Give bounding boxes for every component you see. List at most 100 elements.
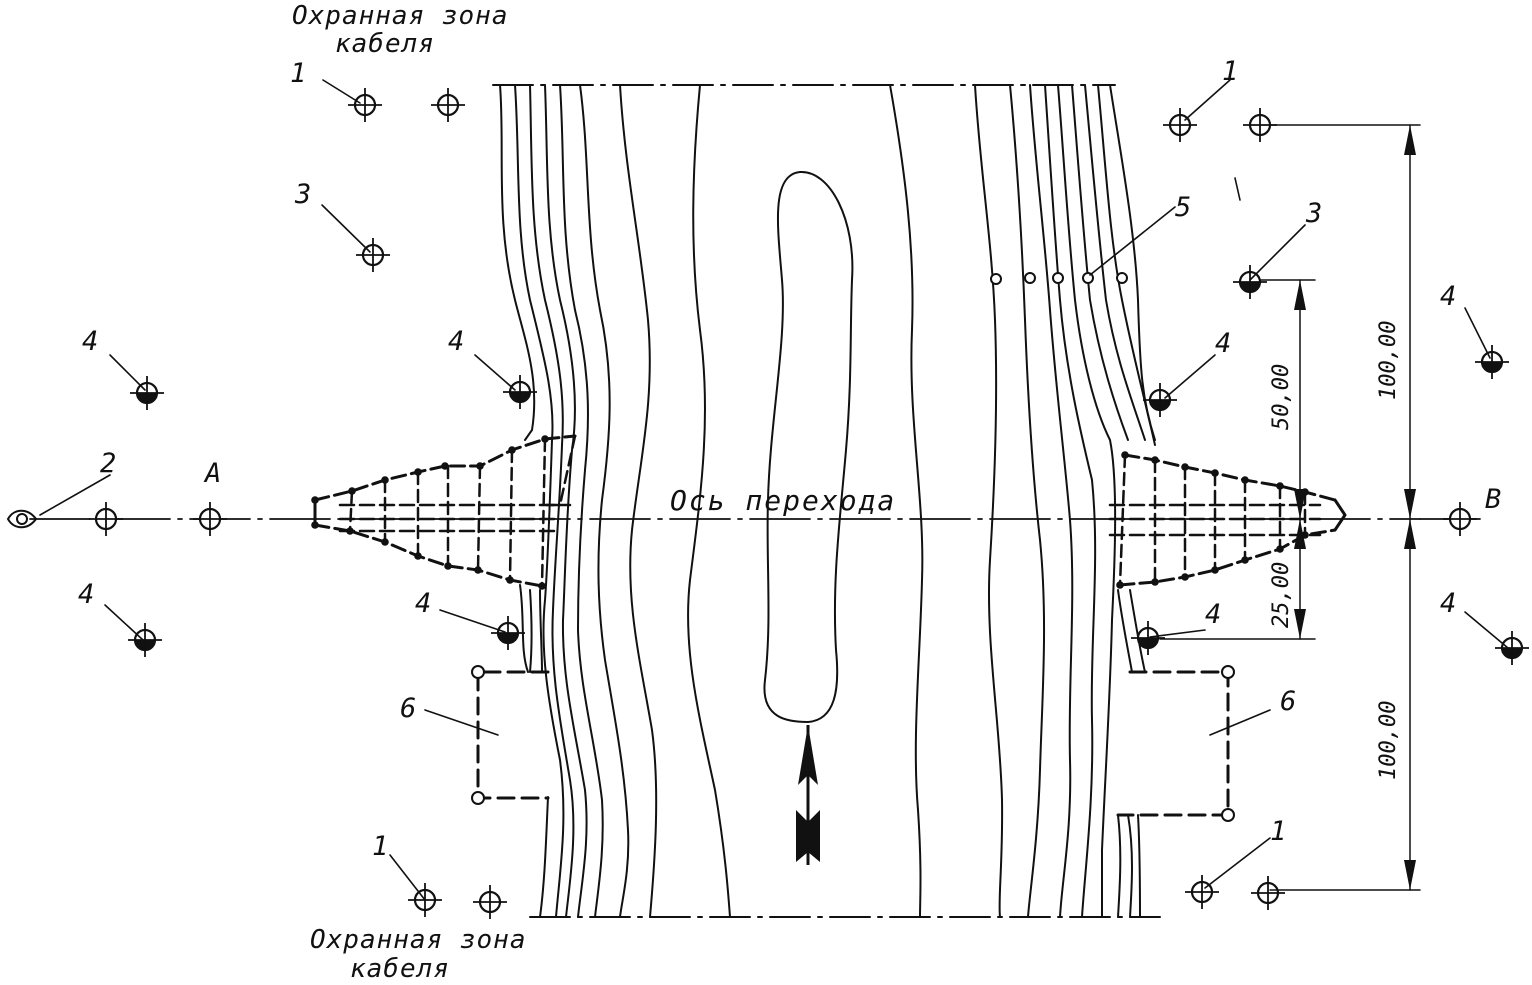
benchmark-2-left-icon	[89, 502, 123, 536]
contour-l2	[529, 84, 575, 918]
riverbed-contours	[499, 84, 1156, 918]
left-bank-edge-bottom	[539, 796, 549, 918]
benchmark-4-right-bottom-icon	[1131, 621, 1165, 655]
dim-100-bottom: 100,00	[1376, 701, 1401, 780]
contour-r3	[1009, 84, 1046, 918]
flow-arrow	[796, 725, 820, 865]
platforms	[476, 670, 1230, 817]
trench-right-verticals	[1118, 453, 1307, 587]
trench-right-vertex	[1276, 545, 1284, 553]
left-bank-small1	[529, 589, 533, 673]
benchmark-4-far-right-top-icon	[1475, 345, 1509, 379]
contour-l3	[544, 84, 588, 918]
axis-label: Ось перехода	[670, 484, 896, 517]
trench-left-vertex	[506, 576, 514, 584]
callout-1-top-left: 1	[290, 58, 306, 89]
callout-3-left: 3	[294, 179, 311, 210]
benchmark-3-right-icon	[1233, 265, 1267, 299]
trench-right-vertex	[1241, 476, 1249, 484]
callout-4-left-top: 4	[448, 326, 464, 357]
trench-right-vertex	[1181, 463, 1189, 471]
trench-left-vertex	[346, 527, 354, 535]
zone-label-bottom-line2: кабеля	[350, 954, 450, 984]
callout-4-far-right-bottom: 4	[1440, 588, 1456, 619]
trench-left-vertex	[444, 562, 452, 570]
soundings-5	[990, 272, 1128, 285]
benchmark-1-bottom-right-icon	[1185, 875, 1219, 909]
trench-left-vertex	[311, 521, 319, 529]
benchmark-4-far-left-bottom-icon	[128, 623, 162, 657]
trench-right-vertex	[1151, 578, 1159, 586]
zone-label-top-line2: кабеля	[335, 29, 435, 59]
trench-left-vertex	[381, 538, 389, 546]
benchmark-bottom-right-2-icon	[1251, 876, 1285, 910]
contour-r1	[889, 84, 924, 918]
trench-right	[1108, 453, 1347, 587]
trench-left-vertex	[474, 566, 482, 574]
trench-left-vertex	[414, 468, 422, 476]
marker-2-eye-icon	[6, 509, 38, 529]
benchmark-4-left-bottom-icon	[491, 616, 525, 650]
benchmark-1-top-left-icon	[348, 88, 382, 122]
callout-4-far-right-top: 4	[1440, 281, 1456, 312]
text-labels: Охранная зона кабеля Охранная зона кабел…	[78, 1, 1501, 984]
benchmark-4-left-top-icon	[503, 375, 537, 409]
survey-boundaries	[492, 84, 1161, 918]
benchmark-a-icon	[193, 502, 227, 536]
callout-5: 5	[1175, 192, 1191, 223]
right-bank-edge-bottom2	[1127, 814, 1133, 918]
contour-r6	[1057, 84, 1117, 918]
trench-left-outline-bottom	[313, 523, 544, 588]
contour-l4	[559, 84, 604, 918]
trench-left-points	[311, 435, 549, 590]
trench-right-vertex	[1211, 469, 1219, 477]
contour-r7	[1071, 84, 1129, 441]
trench-right-vertex	[1116, 581, 1124, 589]
callout-6-right: 6	[1280, 686, 1296, 717]
dim-100-top: 100,00	[1376, 321, 1401, 400]
trench-right-tip	[1333, 498, 1347, 532]
trench-left	[313, 434, 577, 588]
contour-l5	[579, 84, 630, 918]
trench-left-vertex	[541, 435, 549, 443]
leaders	[39, 79, 1509, 901]
right-bank-edge-bottom	[1117, 814, 1122, 918]
left-bank-small2	[539, 589, 543, 673]
trench-left-vertex	[441, 462, 449, 470]
benchmark-top-right-2-icon	[1243, 108, 1277, 142]
callout-4-left-bottom: 4	[415, 588, 431, 619]
right-bank-edge-bottom3	[1137, 814, 1141, 918]
dim-25: 25,00	[1269, 562, 1294, 628]
callout-4-far-left-bottom: 4	[78, 579, 94, 610]
platform-left	[476, 670, 550, 800]
trench-right-vertex	[1276, 482, 1284, 490]
benchmark-bottom-left-2-icon	[473, 885, 507, 919]
platform-right	[1116, 670, 1230, 817]
contour-l6	[619, 84, 658, 918]
left-bank-edge	[499, 84, 536, 441]
benchmark-b-icon	[1443, 502, 1477, 536]
flow-arrow-head	[798, 725, 818, 785]
contour-r8	[1084, 84, 1146, 441]
contour-l7	[687, 84, 731, 918]
contour-r2	[974, 84, 1004, 918]
callout-6-left: 6	[400, 693, 416, 724]
benchmark-top-left-2-icon	[431, 88, 465, 122]
trench-right-vertex	[1181, 573, 1189, 581]
markers	[89, 88, 1529, 919]
right-bank-edge-lower2	[1117, 589, 1133, 673]
trench-right-points	[1116, 451, 1309, 589]
callout-1-top-right: 1	[1222, 56, 1238, 87]
trench-left-vertex	[476, 462, 484, 470]
callout-1-bottom-right: 1	[1270, 816, 1286, 847]
benchmark-4-far-right-bottom-icon	[1495, 631, 1529, 665]
trench-left-vertex	[381, 476, 389, 484]
dimension-arrows	[1294, 125, 1416, 890]
callout-4-right-top: 4	[1215, 328, 1231, 359]
central-pool	[763, 170, 854, 723]
trench-right-vertex	[1211, 566, 1219, 574]
zone-label-top-line1: Охранная зона	[292, 1, 509, 31]
platform-corners	[471, 665, 1235, 822]
callout-3-right: 3	[1305, 198, 1322, 229]
